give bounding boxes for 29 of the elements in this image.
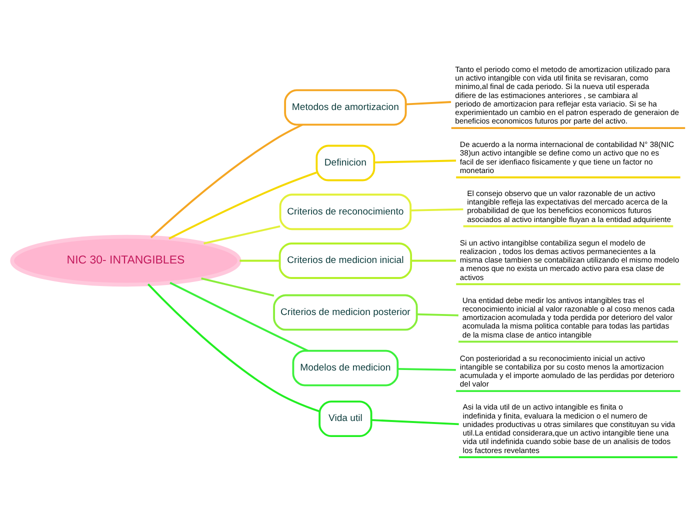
- connector: [201, 277, 274, 296]
- connector: [204, 224, 280, 244]
- connector: [406, 100, 452, 105]
- connector: [374, 159, 456, 163]
- node-box: Vida util: [318, 400, 372, 437]
- connector: [168, 171, 317, 240]
- connector: [240, 259, 280, 262]
- connector: [170, 281, 308, 352]
- node-box: Metodos de amortizacion: [284, 88, 407, 126]
- node-text: El consejo observo que un valor razonable de un activo intangible refleja las expectativas del mercado acerca de la probabilidad de que los beneficios economicos futuros asociados al activo intangible fluyan a la entidad adquiriente: [467, 188, 672, 224]
- connector: [147, 283, 320, 412]
- connector: [410, 208, 464, 211]
- connector: [416, 312, 458, 316]
- node-text: De acuerdo a la norma internacional de contabilidad N° 38(NIC 38)un activo intangible se define como un activo que no es facil de ser idenfiaco fisicamente y que tiene un factor no monetario: [460, 140, 674, 174]
- connector: [150, 123, 303, 238]
- connector: [411, 259, 456, 262]
- node-box: Criterios de reconocimiento: [279, 193, 412, 230]
- node-text: Tanto el periodo como el metodo de amortizacion utilizado para un activo intangible con vida util finita se revisaran, como minimo,al final de cada periodo. Si la nueva util esperada difiere de las estimaciones anteriores , se cambiara al periodo de amortizacion para reflejar esta variacio. Si se ha experimientado un cambio en el patron esperado de generaion de beneficios economicos futuros por parte del activo.: [455, 64, 680, 126]
- node-ellipse: NIC 30- INTANGIBLES: [10, 234, 242, 286]
- node-box: Criterios de medicion inicial: [278, 242, 412, 278]
- node-text: Una entidad debe medir los antivos intangibles tras el reconocimiento inicial al valor razonable o al coso menos cada amortizacion acomulada y toda perdida por deterioro del valor acomulada la misma politica contable para todas las partidas de la misma clase de antico intangible: [462, 295, 675, 339]
- node-box: Modelos de medicion: [292, 349, 399, 386]
- connector: [398, 367, 456, 370]
- node-box: Definicion: [316, 144, 376, 181]
- node-text: Con posterioridad a su reconocimiento inicial un activo intangible se contabiliza por su costo menos la amortizacion acumulada y el importe aomulado de las perdidas por deterioro del valor: [460, 353, 674, 388]
- node-text: Si un activo intangiblse contabiliza segun el modelo de realizacion , todos los demas activos permanecientes a la misma clase tambien se contabilizan utilizando el mismo modelo a menos que no exista un mercado activo para esa clase de activos: [460, 238, 680, 282]
- node-text: Asi la vida util de un activo intangible es finita o indefinida y finita, evaluara la medicion o el numero de unidades productivas u otras similares que constituyan su vida util.La entidad considerara,que un activo intangible tiene una vida util indefinida cuando sobie base de un analisis de todos los factores revelantes: [462, 402, 676, 454]
- connector: [372, 418, 459, 425]
- node-box: Criterios de medicion posterior: [273, 294, 418, 330]
